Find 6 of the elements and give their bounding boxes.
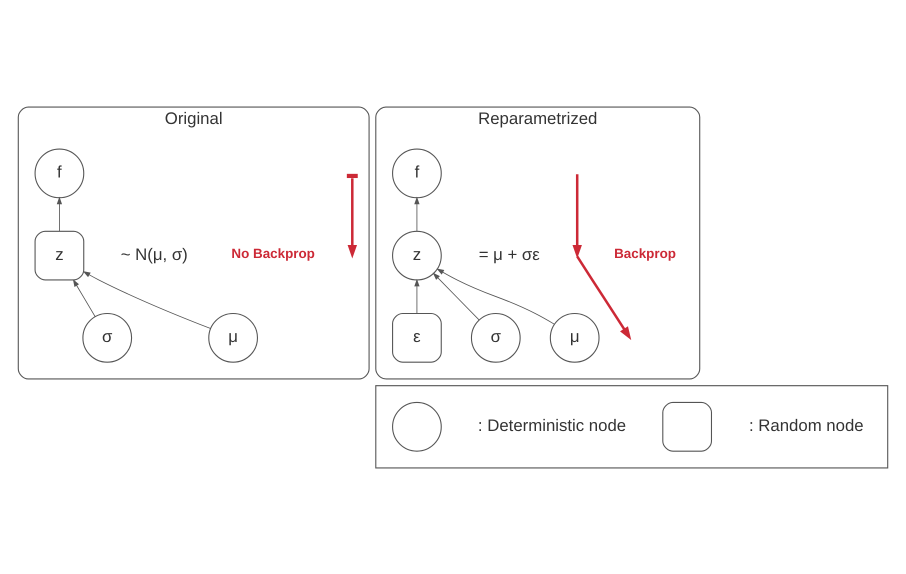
legend-label: : Deterministic node xyxy=(478,416,626,435)
label: No Backprop xyxy=(231,245,315,260)
label: Backprop xyxy=(614,245,676,260)
legend-label: : Random node xyxy=(748,416,864,435)
node-label: = μ + σε xyxy=(478,244,540,264)
node-label: ~ N(μ, σ) xyxy=(120,244,188,264)
